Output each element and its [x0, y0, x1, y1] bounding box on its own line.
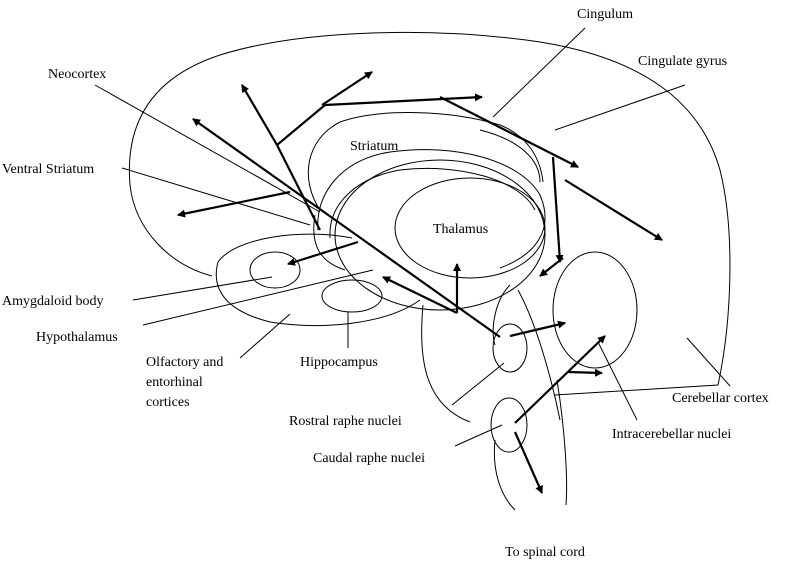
cingulum-to-ventral-striatum-line: [276, 144, 321, 231]
rostral-raphe-leader: [451, 362, 505, 406]
upward-branch-arrow: [241, 84, 278, 146]
cingulum-frontal-arrow: [321, 71, 373, 106]
temporal-lobe-outline: [215, 233, 421, 326]
striatum-inner-outline: [329, 167, 536, 239]
intracerebellar-arrow: [567, 368, 603, 377]
hypothalamus-arrow: [382, 276, 458, 314]
olfactory-leader: [239, 313, 291, 359]
cingulum-trunk-line: [276, 104, 326, 146]
amygdala-arrow: [287, 240, 359, 266]
hippocampus-label: Hippocampus: [300, 355, 378, 370]
brain-outlines: [128, 32, 731, 511]
cerebellum-outline: [552, 251, 638, 369]
olfactory-label-line-1: Olfactory and: [146, 355, 223, 370]
frontal-cortex-arrow: [177, 190, 291, 218]
cerebral-hemisphere-outline: [128, 32, 731, 396]
intracerebellar-label: Intracerebellar nuclei: [612, 427, 731, 442]
amygdaloid-body-outline: [249, 251, 301, 289]
spinal-cord-label: To spinal cord: [505, 545, 585, 560]
thalamus-label: Thalamus: [433, 222, 488, 237]
amygdaloid-body-label: Amygdaloid body: [2, 294, 104, 309]
ventral-striatum-outline: [313, 214, 346, 271]
brainstem-back-outline: [517, 289, 561, 421]
label-leaders: [94, 27, 731, 447]
rostral-raphe-outline: [492, 323, 528, 373]
spinal-cord-right-outline: [556, 379, 568, 506]
spinal-cord-left-outline: [493, 439, 516, 511]
cerebellar-cortex-label: Cerebellar cortex: [672, 391, 769, 406]
cingulum-posterior-arrow: [439, 96, 579, 168]
olfactory-label-line-2: entorhinal: [146, 375, 203, 390]
caudal-raphe-leader: [454, 424, 503, 447]
hypothalamus-label: Hypothalamus: [36, 330, 118, 345]
hypothalamus-leader: [142, 269, 374, 326]
intracerebellar-leader: [597, 341, 638, 421]
cingulate-sulcus-inner: [479, 129, 541, 183]
neocortex-projection-arrow: [192, 118, 501, 338]
neocortex-label: Neocortex: [48, 67, 106, 82]
olfactory-label-line-3: cortices: [146, 395, 190, 410]
cingulum-descending-arrow: [551, 156, 564, 263]
neocortex-leader: [94, 84, 321, 213]
striatum-label: Striatum: [350, 139, 398, 154]
cingulum-label: Cingulum: [577, 7, 633, 22]
caudal-raphe-outline: [490, 397, 528, 453]
caudal-ascending-arrow: [514, 335, 606, 424]
striatum-outline: [317, 149, 546, 269]
caudal-raphe-label: Caudal raphe nuclei: [313, 451, 425, 466]
cingulum-horizontal-arrow: [324, 93, 483, 107]
rostral-raphe-label: Rostral raphe nuclei: [289, 414, 402, 429]
amygdaloid-body-leader: [132, 276, 273, 301]
cingulate-sulcus: [307, 112, 544, 211]
cerebellar-cortex-leader: [686, 337, 731, 387]
rostral-to-cerebellum-arrow: [509, 320, 566, 338]
cingulate-gyrus-leader: [554, 84, 686, 131]
cingulate-gyrus-label: Cingulate gyrus: [638, 54, 727, 69]
striatum-return-arrow: [539, 257, 564, 277]
hippocampus-outline: [321, 279, 383, 313]
ventral-striatum-label: Ventral Striatum: [2, 162, 94, 177]
brainstem-left-outline: [421, 304, 471, 423]
serotonin-pathways: [177, 71, 663, 494]
cingulate-gyrus-arrow: [564, 179, 663, 241]
ventral-striatum-leader: [121, 167, 311, 226]
cingulum-leader: [492, 27, 586, 118]
spinal-cord-arrow: [513, 431, 544, 494]
structure-labels: Cingulum Cingulate gyrus Neocortex Stria…: [2, 7, 769, 560]
